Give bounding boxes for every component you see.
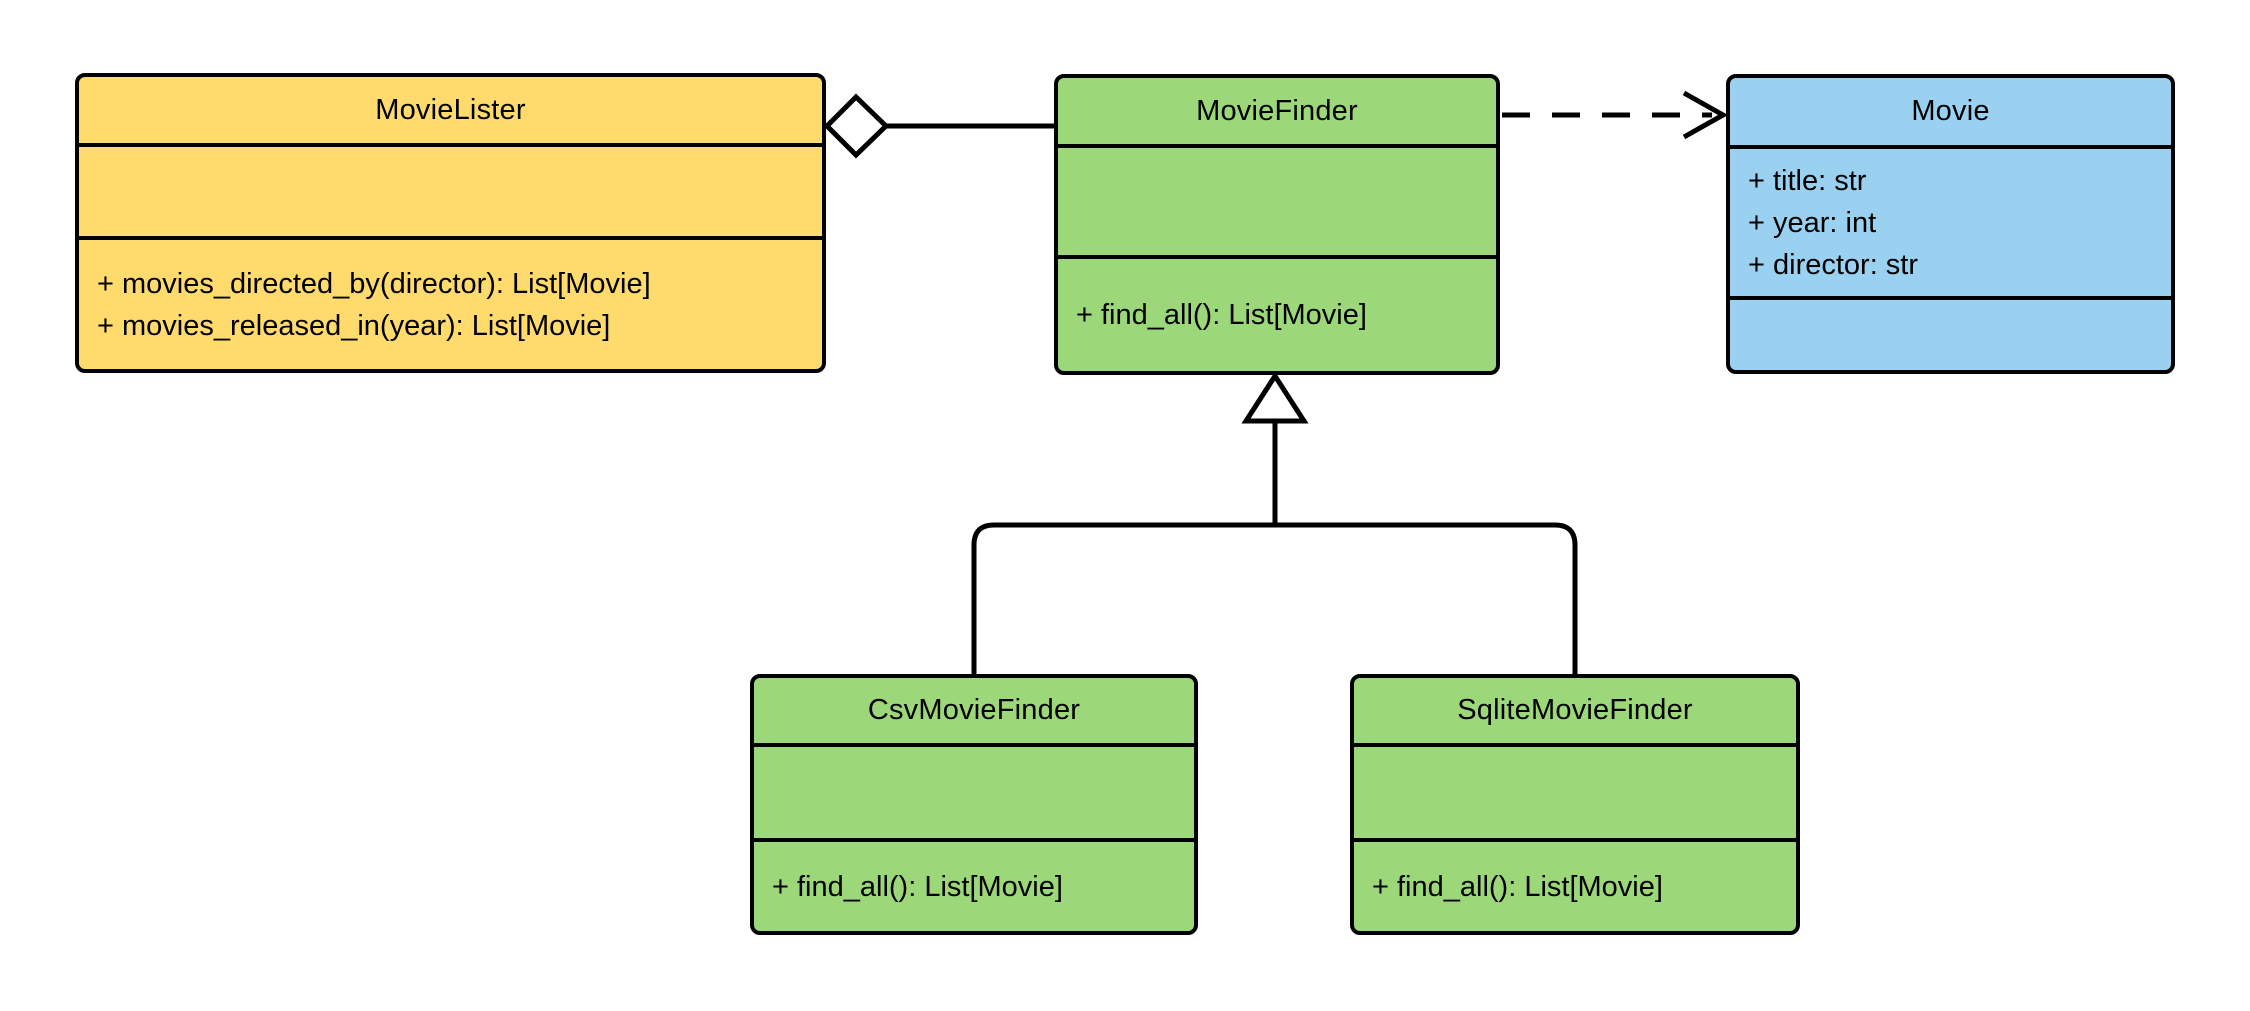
class-box-movie: Movie + title: str + year: int + directo… [1726,74,2175,374]
method: + find_all(): List[Movie] [1076,299,1367,331]
class-box-csvmoviefinder: CsvMovieFinder + find_all(): List[Movie] [750,674,1198,935]
class-name: Movie [1911,95,1990,127]
method: + find_all(): List[Movie] [772,870,1063,903]
attribute: + title: str [1748,164,1867,197]
methods-compartment: + find_all(): List[Movie] [754,838,1194,931]
attribute: + year: int [1748,206,1877,239]
attributes-compartment: + title: str + year: int + director: str [1730,145,2171,296]
methods-compartment [1730,296,2171,370]
class-name: MovieFinder [1196,94,1358,127]
attributes-compartment [1058,144,1496,255]
attributes-compartment [79,143,822,236]
class-name: MovieLister [375,93,526,126]
class-box-sqlitemoviefinder: SqliteMovieFinder + find_all(): List[Mov… [1350,674,1800,935]
method: + movies_directed_by(director): List[Mov… [97,267,651,300]
attributes-compartment [1354,743,1796,838]
methods-compartment: + movies_directed_by(director): List[Mov… [79,236,822,369]
dependency-connector [1502,90,1729,140]
inheritance-connector [971,371,1578,676]
attributes-compartment [754,743,1194,838]
dependency-arrowhead [1682,90,1729,140]
method: + find_all(): List[Movie] [1372,870,1663,903]
class-box-moviefinder: MovieFinder + find_all(): List[Movie] [1054,74,1500,375]
methods-compartment: + find_all(): List[Movie] [1058,255,1496,371]
aggregation-connector [823,93,1056,159]
class-name: SqliteMovieFinder [1457,694,1693,726]
class-box-movielister: MovieLister + movies_directed_by(directo… [75,73,826,373]
aggregation-diamond [823,93,890,159]
methods-compartment: + find_all(): List[Movie] [1354,838,1796,931]
class-name: CsvMovieFinder [867,694,1081,726]
attribute: + director: str [1748,248,1919,281]
inheritance-branch-line [971,522,1578,676]
method: + movies_released_in(year): List[Movie] [97,309,611,342]
inheritance-triangle [1241,371,1309,424]
